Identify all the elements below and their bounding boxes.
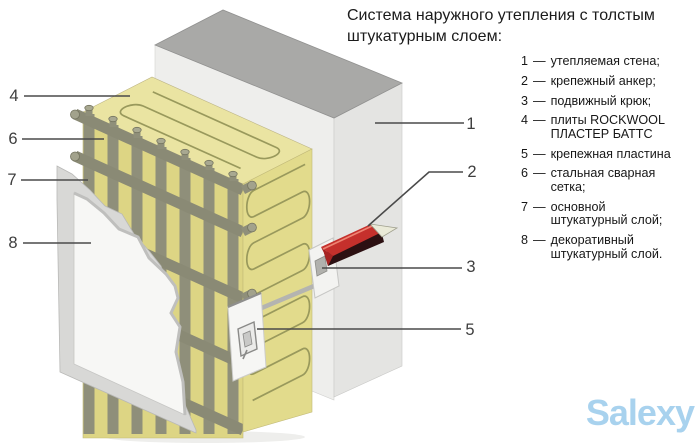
legend-item-dash: — [533, 199, 546, 214]
legend-item-text: стальная сварная сетка; [550, 166, 656, 194]
callout-number-8: 8 [8, 234, 17, 252]
legend-item-number: 4 [521, 113, 529, 128]
legend-item-dash: — [533, 113, 546, 128]
legend-item-text: плиты ROCKWOOL ПЛАСТЕР БАТТС [550, 113, 665, 141]
legend-item-number: 7 [521, 199, 529, 214]
callout-lines [21, 95, 464, 330]
fixing-plate [227, 291, 267, 382]
legend-item-number: 8 [521, 233, 529, 248]
legend-item-7: 7 — основной штукатурный слой; [521, 199, 699, 228]
legend-item-number: 2 [521, 73, 529, 88]
legend-item-5: 5 — крепежная пластина [521, 146, 699, 162]
legend-item-dash: — [533, 54, 546, 68]
legend-item-text: крепежный анкер; [550, 73, 656, 88]
legend-item-text: декоративный штукатурный слой. [550, 233, 663, 261]
legend-item-2: 2 — крепежный анкер; [521, 73, 699, 89]
callout-numbers: 4 6 7 8 1 2 3 5 [7, 87, 476, 339]
anchor-body-red [321, 224, 382, 256]
callout-number-5: 5 [465, 321, 474, 339]
anchor-spike [368, 223, 399, 238]
legend-item-3: 3 — подвижный крюк; [521, 93, 699, 109]
legend-item-4: 4 — плиты ROCKWOOL ПЛАСТЕР БАТТС [521, 114, 699, 141]
mesh-wire-ends-top [84, 104, 238, 181]
callout-number-3: 3 [466, 258, 475, 276]
legend-item-number: 1 [521, 54, 529, 68]
legend: 1 — утепляемая стена; 2 — крепежный анке… [521, 54, 699, 267]
callout-number-2: 2 [467, 163, 476, 181]
legend-item-text: утепляемая стена; [550, 54, 660, 68]
legend-item-8: 8 — декоративный штукатурный слой. [521, 233, 699, 261]
callout-number-1: 1 [466, 115, 475, 133]
anchor-highlight [322, 225, 373, 250]
fiber-loops-top [114, 92, 284, 171]
legend-item-dash: — [533, 93, 546, 108]
insulation-system-diagram: 4 6 7 8 1 2 3 5 [0, 0, 477, 445]
decorative-plaster-layer [73, 191, 187, 416]
callout-line-2 [367, 171, 463, 227]
callout-number-7: 7 [7, 171, 16, 189]
legend-item-text: подвижный крюк; [550, 93, 652, 108]
legend-item-dash: — [533, 146, 546, 161]
torn-plaster-edge [73, 191, 187, 416]
callout-number-6: 6 [8, 130, 17, 148]
page-title: Система наружного утепления с толстым шт… [347, 7, 655, 45]
callout-number-4: 4 [9, 87, 18, 105]
anchor-body-dark [324, 230, 384, 266]
anchor-end-cap [321, 247, 333, 266]
salexy-watermark: Salexy [585, 392, 695, 433]
legend-item-number: 6 [521, 166, 529, 181]
legend-item-number: 3 [521, 93, 529, 108]
legend-item-text: крепежная пластина [550, 146, 671, 161]
legend-item-dash: — [533, 166, 546, 181]
legend-item-number: 5 [521, 146, 529, 161]
legend-item-text: основной штукатурный слой; [550, 199, 663, 228]
legend-item-6: 6 — стальная сварная сетка; [521, 167, 699, 194]
legend-item-dash: — [533, 73, 546, 88]
sliding-hook-slot [314, 255, 328, 277]
legend-item-1: 1 — утепляемая стена; [521, 54, 699, 69]
legend-item-dash: — [533, 233, 546, 248]
